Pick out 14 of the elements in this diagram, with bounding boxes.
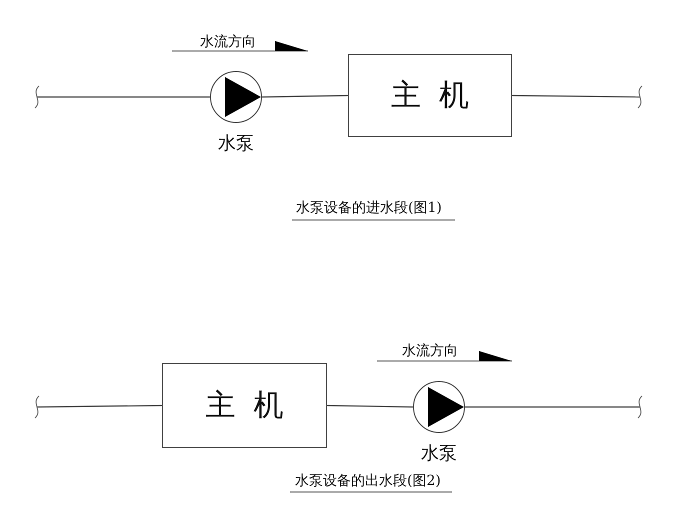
pipe-line xyxy=(37,404,162,408)
figure-caption: 水泵设备的进水段(图1) xyxy=(296,199,442,217)
pump-label: 水泵 xyxy=(218,132,254,155)
unit-box: 主机 xyxy=(162,363,327,448)
pump-label: 水泵 xyxy=(421,442,457,465)
pipe-line xyxy=(262,94,348,98)
pipe-line xyxy=(465,406,640,408)
flow-direction-label: 水流方向 xyxy=(402,342,458,360)
unit-box: 主机 xyxy=(348,54,512,137)
pipe-line xyxy=(512,94,640,98)
pipe-line xyxy=(326,404,414,408)
pipe-line xyxy=(37,96,210,98)
figure-caption: 水泵设备的出水段(图2) xyxy=(295,472,441,490)
flow-direction-label: 水流方向 xyxy=(200,33,256,51)
